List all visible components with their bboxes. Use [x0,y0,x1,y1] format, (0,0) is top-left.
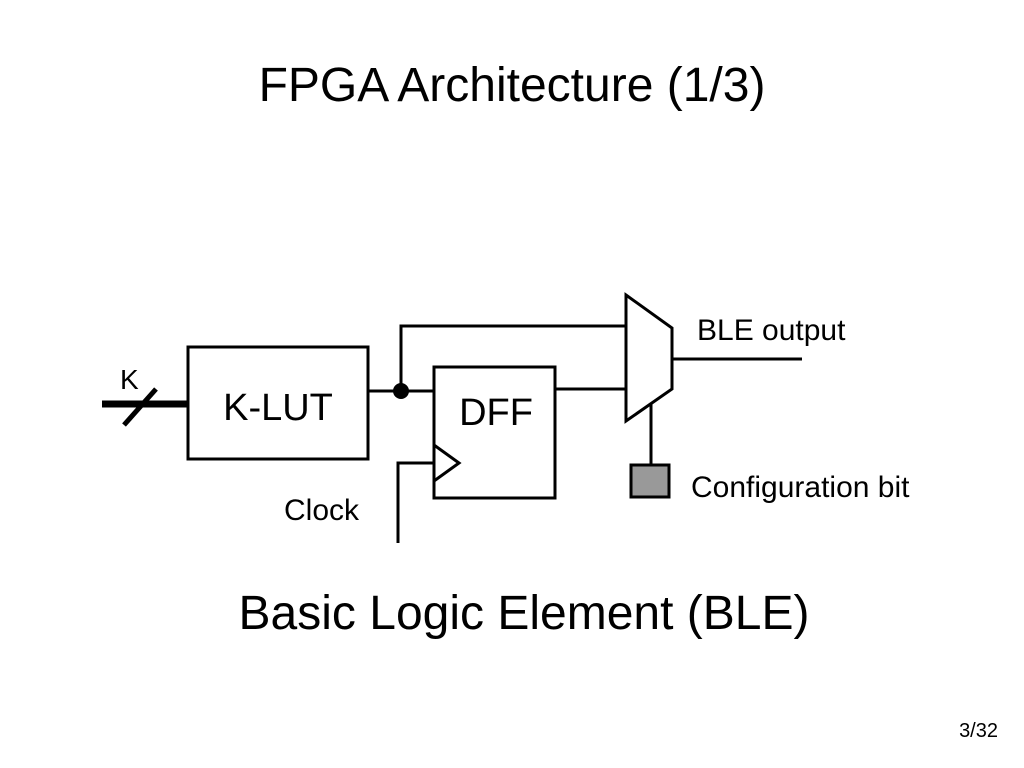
bus-width-slash [122,387,158,427]
dff-label: DFF [459,392,533,434]
configuration-bit [629,463,671,499]
slide-caption: Basic Logic Element (BLE) [238,587,810,640]
clock-label: Clock [284,494,360,527]
output-mux [624,292,674,424]
page-number: 3/32 [959,720,998,742]
clock-wire [396,461,434,543]
clock-triangle [433,443,462,483]
input-bus-label: K [120,364,139,395]
lut-label: K-LUT [223,387,333,429]
slide-title: FPGA Architecture (1/3) [258,59,766,112]
lut-block [186,345,370,461]
configuration-bit-label: Configuration bit [691,471,910,504]
ble-output-label: BLE output [697,314,846,347]
dff-block [432,365,557,500]
bypass-wire [399,324,626,391]
